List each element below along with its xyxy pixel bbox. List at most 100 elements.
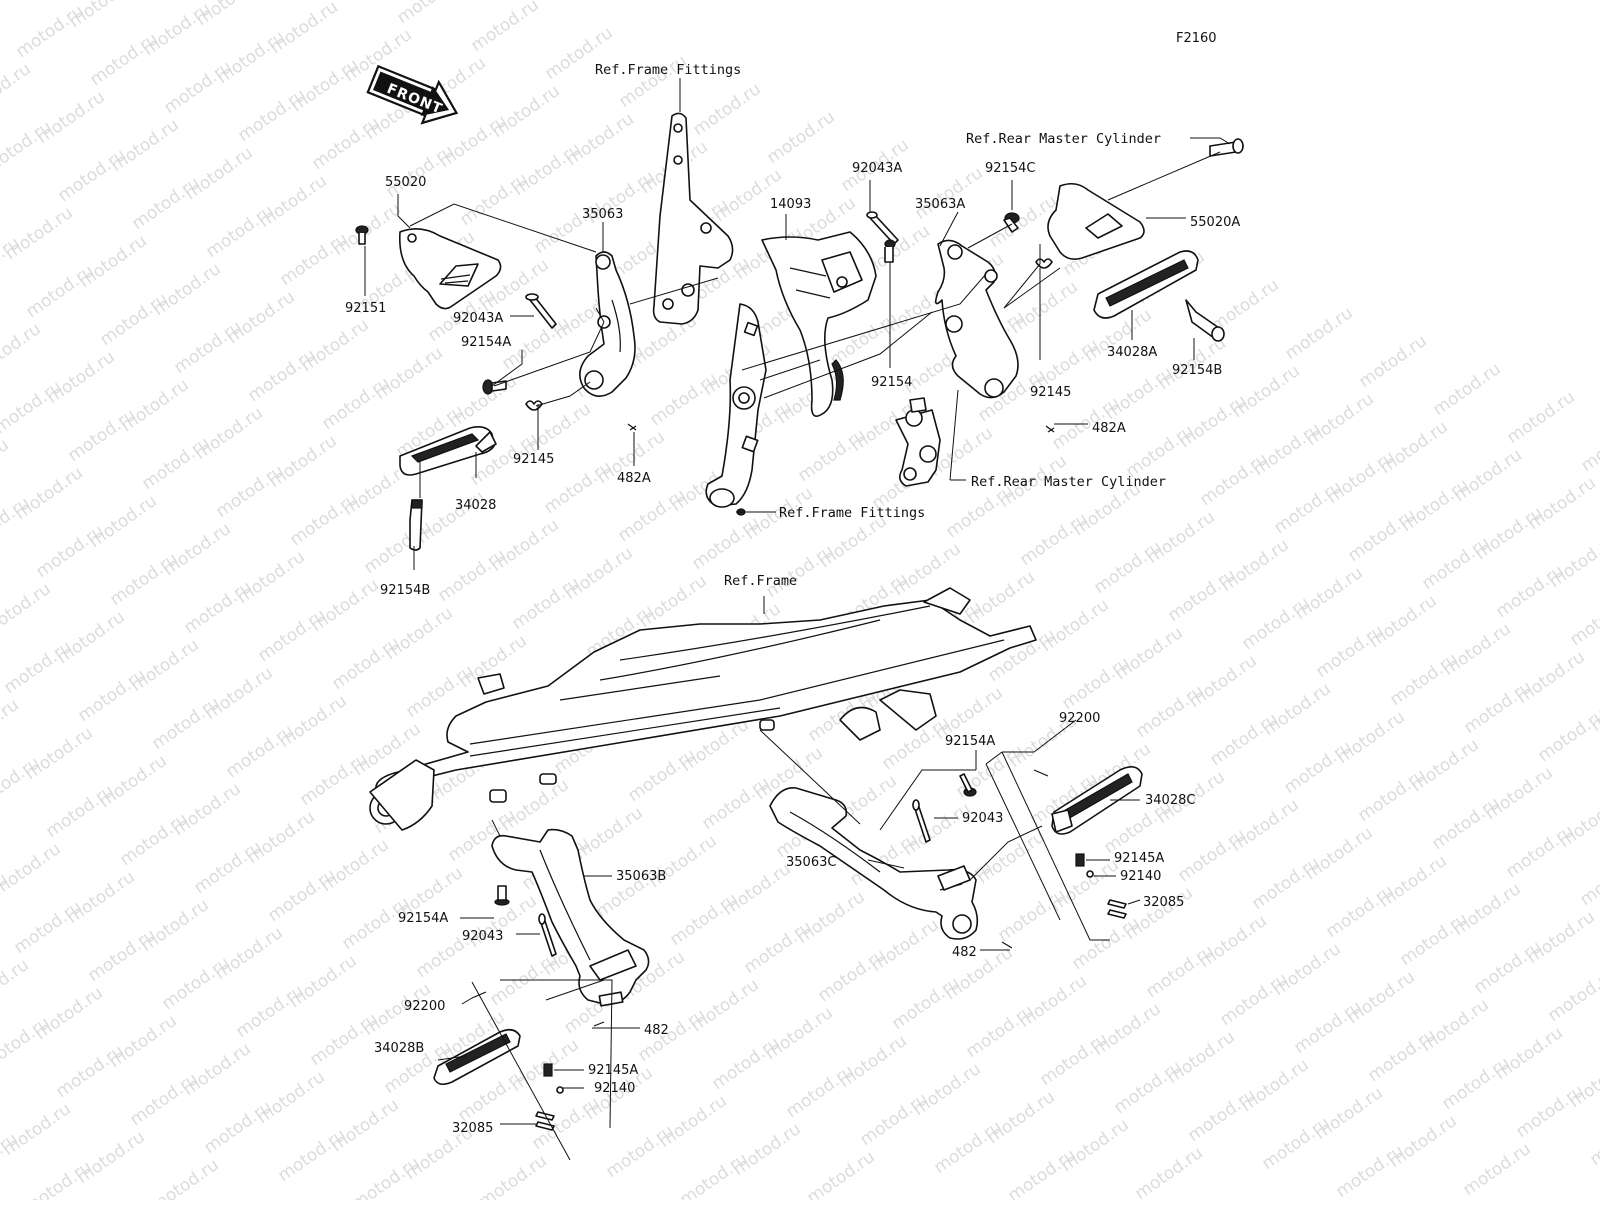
part-label-92145-left: 92145 [513,452,554,467]
watermark-text: motod.ru [147,1155,222,1200]
watermark-text: motod.ru [0,1013,54,1074]
part-label-92043A-left: 92043A [453,311,503,326]
washer-92200-right [1034,770,1048,776]
watermark-text: motod.ru [20,1157,95,1200]
part-label-92200-right: 92200 [1059,711,1100,726]
part-label-92200-bottom: 92200 [404,999,445,1014]
part-label-34028A: 34028A [1107,345,1157,360]
part-label-92145A-right: 92145A [1114,851,1164,866]
part-label-92140-bottom: 92140 [594,1081,635,1096]
part-label-14093: 14093 [770,197,811,212]
watermark-text: motod.ru [615,51,690,112]
bolt-92154A-bottom [495,886,509,905]
watermark-text: motod.ru [0,319,45,380]
cotter-482A-right [1046,426,1054,432]
watermark-text: motod.ru [348,1153,423,1200]
part-label-32085-right: 32085 [1143,895,1184,910]
part-label-34028B: 34028B [374,1041,424,1056]
watermark-text: motod.ru [1577,415,1600,476]
part-label-482-right: 482 [952,945,977,960]
watermark-text: motod.ru [0,493,34,554]
part-label-92154A-left: 92154A [461,335,511,350]
watermark-text: motod.ru [1281,303,1356,364]
spring-92145A-right [1076,854,1084,866]
watermark-text: motod.ru [1355,331,1430,392]
watermark-text: motod.ru [1429,359,1504,420]
watermark-text: motod.ru [0,955,33,1016]
frame-subframe [370,588,1036,830]
watermark-text: motod.ru [0,695,23,756]
part-label-35063B: 35063B [616,869,666,884]
part-label-92151: 92151 [345,301,386,316]
part-label-92140-right: 92140 [1120,869,1161,884]
part-label-35063C: 35063C [786,855,836,870]
ref-frame: Ref.Frame [724,573,797,589]
watermark-text: motod.ru [467,0,542,56]
part-label-35063A: 35063A [915,197,965,212]
ref-frame-fittings-bottom: Ref.Frame Fittings [779,505,925,521]
spring-92145-left [526,401,542,410]
watermark-text: motod.ru [1586,1109,1600,1170]
part-label-92154: 92154 [871,375,912,390]
part-label-92154B-right: 92154B [1172,363,1222,378]
watermark-text: motod.ru [1131,1143,1206,1200]
part-label-92154B-left: 92154B [380,583,430,598]
watermark-text: motod.ru [475,1151,550,1200]
pin-92154B-left [410,500,422,550]
watermark-text: motod.ru [0,579,55,640]
watermark-text: motod.ru [1503,387,1578,448]
ball-92140-right [1087,871,1093,877]
frame-fitting-lower-plate [706,304,766,515]
ref-frame-fittings-top: Ref.Frame Fittings [595,62,741,78]
part-label-92043-bottom: 92043 [462,929,503,944]
pin-92043A-left [526,294,556,328]
part-label-55020: 55020 [385,175,426,190]
watermark-text: motod.ru [0,0,14,34]
watermark-text: motod.ru [0,0,67,4]
watermark-text: motod.ru [0,117,56,178]
heel-guard-55020A [1048,184,1144,259]
part-label-482-bottom: 482 [644,1023,669,1038]
plate-32085-right [1108,900,1126,918]
part-label-482A-right: 482A [1092,421,1126,436]
bolt-92154 [885,240,895,262]
part-label-35063: 35063 [582,207,623,222]
watermark-text: motod.ru [1544,965,1600,1026]
part-label-92043-right: 92043 [962,811,1003,826]
watermark-text: motod.ru [803,1147,878,1200]
watermark-text: motod.ru [0,435,13,496]
watermark-text: motod.ru [393,0,468,28]
watermark-text: motod.ru [1576,849,1600,910]
part-label-55020A: 55020A [1190,215,1240,230]
part-label-92043A-right: 92043A [852,161,902,176]
watermark-text: motod.ru [1459,1139,1534,1200]
watermark-text: motod.ru [911,163,986,224]
watermark-text: motod.ru [0,839,65,900]
watermark-text: motod.ru [0,377,66,438]
part-label-92145-right: 92145 [1030,385,1071,400]
watermark-text: motod.ru [118,0,193,2]
ref-rear-master-cylinder-top: Ref.Rear Master Cylinder [966,131,1161,147]
pin-92043A-right [867,212,898,244]
ref-rear-master-cylinder-mid: Ref.Rear Master Cylinder [971,474,1166,490]
cotter-482-bottom [594,1022,604,1026]
part-label-34028C: 34028C [1145,793,1195,808]
watermark-text: motod.ru [1534,705,1600,766]
watermark-text: motod.ru [0,59,35,120]
watermark-text: motod.ru [0,753,44,814]
part-label-92154C: 92154C [985,161,1035,176]
part-label-482A-left: 482A [617,471,651,486]
cotter-482A-left [628,424,636,430]
spring-92145A-bottom [544,1064,552,1076]
part-label-92154A-bottom: 92154A [398,911,448,926]
figure-code: F2160 [1176,31,1217,46]
part-label-92154A-right: 92154A [945,734,995,749]
part-label-32085-bottom: 32085 [452,1121,493,1136]
watermark-text: motod.ru [763,107,838,168]
watermark-text: motod.ru [689,79,764,140]
part-label-92145A-bottom: 92145A [588,1063,638,1078]
watermark-text: motod.ru [1566,589,1600,650]
